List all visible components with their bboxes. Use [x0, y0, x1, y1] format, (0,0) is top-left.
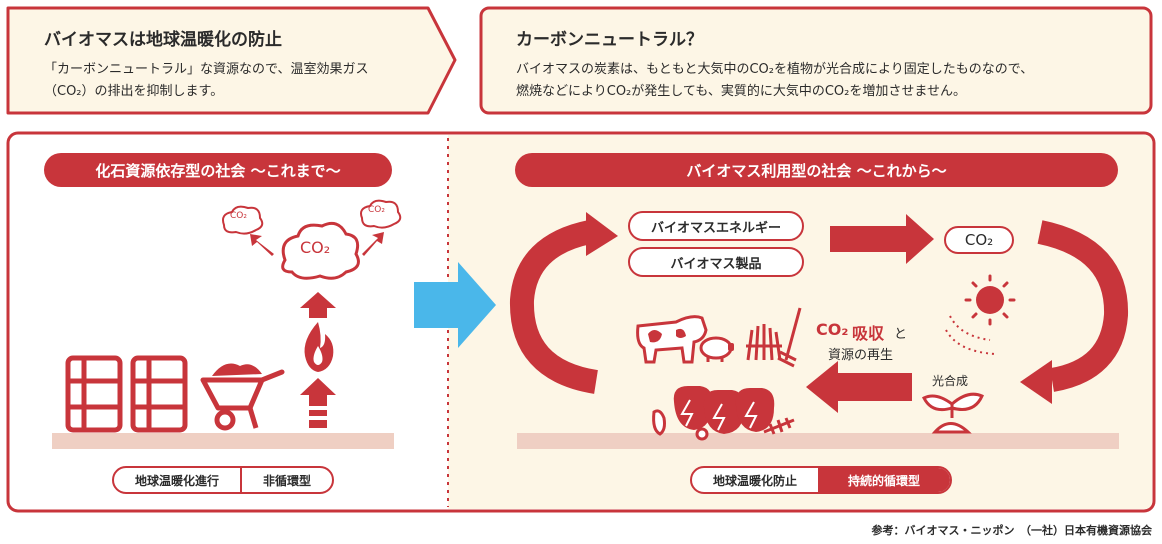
straw-rake-icon: [746, 307, 802, 368]
oil-drum-icon-2: [130, 355, 188, 433]
right-note-title: カーボンニュートラル？: [516, 30, 703, 50]
co2-small-left-label: CO₂: [230, 211, 247, 221]
up-arrow-small-icon: [300, 292, 336, 318]
cycle-arrow-left: [509, 220, 599, 394]
biomass-tag-left: 地球温暖化防止: [712, 473, 797, 488]
flame-icon: [304, 322, 334, 372]
co2-cloud-big: [281, 221, 360, 280]
oil-drum-icon: [65, 355, 123, 433]
pig-icon: [699, 336, 734, 362]
arrow-up-right-icon: [362, 232, 384, 256]
absorb-word: 吸収: [852, 324, 885, 343]
left-note-title: バイオマスは地球温暖化の防止: [44, 30, 282, 50]
right-note-line2: 燃焼などによりCO₂が発生しても、実質的に大気中のCO₂を増加させません。: [516, 84, 966, 99]
co2-small-right-label: CO₂: [368, 205, 385, 215]
left-note-line2: （CO₂）の排出を抑制します。: [44, 84, 224, 99]
biomass-energy-pill: バイオマスエネルギー: [628, 211, 804, 241]
fossil-ground: [52, 433, 394, 449]
photosynthesis-label: 光合成: [932, 374, 969, 388]
biomass-ground: [517, 433, 1119, 449]
fossil-status-tag: 地球温暖化進行 非循環型: [112, 466, 334, 494]
cycle-arrow-right-head: [1020, 360, 1052, 404]
arrow-up-left-icon: [250, 234, 274, 256]
co2-big-label: CO₂: [300, 238, 331, 257]
food-scraps-icon: [652, 409, 795, 441]
biomass-tag-right: 持続的循環型: [818, 468, 950, 492]
waste-bags-icon: [673, 386, 775, 434]
co2-bubble: CO₂: [944, 226, 1014, 254]
biomass-header: バイオマス利用型の社会 〜これから〜: [515, 153, 1118, 187]
arrow-to-co2: [830, 214, 934, 264]
biomass-products-pill: バイオマス製品: [628, 247, 804, 277]
fossil-tag-right: 非循環型: [262, 473, 311, 488]
arrow-to-resources: [806, 361, 912, 413]
sun-icon: [964, 274, 1016, 326]
absorb-co2: CO₂: [816, 320, 849, 339]
up-arrow-icon: [300, 378, 336, 428]
sprout-icon: [921, 392, 984, 434]
cycle-arrow-right: [1037, 220, 1129, 392]
co2-cloud-small-right: [360, 199, 402, 229]
right-note-line1: バイオマスの炭素は、もともと大気中のCO₂を植物が光合成により固定したものなので…: [516, 62, 1034, 77]
left-note-line1: 「カーボンニュートラル」な資源なので、温室効果ガス: [44, 62, 369, 77]
co2-cloud-small-left: [222, 205, 264, 235]
sunlight-rays-icon: [945, 315, 997, 355]
absorb-to: と: [894, 327, 908, 342]
cow-icon: [636, 315, 708, 364]
fossil-header: 化石資源依存型の社会 〜これまで〜: [44, 153, 392, 187]
fossil-tag-left: 地球温暖化進行: [114, 468, 242, 492]
right-note-frame: [479, 6, 1153, 115]
left-note-frame: [6, 6, 457, 115]
source-credit: 参考：バイオマス・ニッポン （一社）日本有機資源協会: [871, 524, 1153, 537]
regen-label: 資源の再生: [828, 348, 894, 363]
transition-arrow-icon: [414, 262, 496, 348]
biomass-status-tag: 地球温暖化防止 持続的循環型: [690, 466, 952, 494]
biomass-panel-bg: [448, 135, 1152, 509]
cycle-arrow-left-head: [586, 212, 618, 256]
flame-inner: [313, 346, 323, 365]
coal-wheelbarrow-icon: [200, 363, 285, 431]
